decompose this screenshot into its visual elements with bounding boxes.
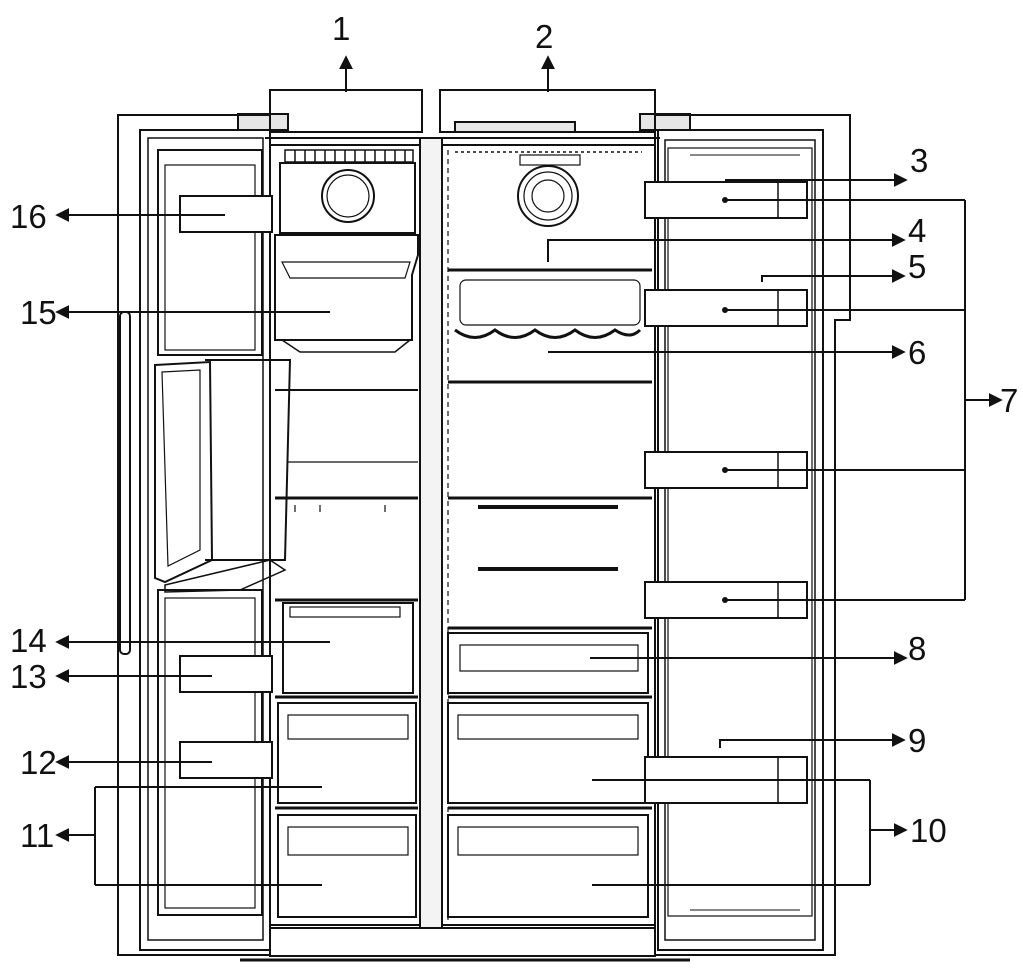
left-hinge [237,113,289,131]
callout-15: 15 [20,294,57,331]
callout-2: 2 [535,18,553,55]
ice-maker-dial [321,169,375,223]
freezer-door-shelf-bottom [179,741,273,779]
leader-11 [55,786,322,886]
fridge-drawer-upper [447,702,649,804]
center-mullion [419,137,443,929]
callout-6: 6 [908,334,926,371]
callout-labels: 1 2 3 4 5 6 7 8 9 10 11 12 13 14 15 16 [10,10,1018,854]
leader-5 [761,269,906,283]
callout-12: 12 [20,744,57,781]
leader-9 [719,733,906,748]
fridge-drawer-lower [447,814,649,918]
callout-4: 4 [908,212,926,249]
leader-4 [547,233,906,262]
fridge-door [654,114,851,956]
fridge-fan [517,165,579,227]
callout-11: 11 [20,817,54,854]
freezer-door-shelf-middle [179,655,273,693]
callout-8: 8 [908,630,926,667]
callout-3: 3 [910,142,928,179]
chill-drawer [447,632,649,694]
callout-13: 13 [10,658,47,695]
freezer-vent-grille [284,149,414,163]
fridge-interior [447,151,652,918]
right-hinge [639,113,691,131]
ice-maker [279,162,416,234]
wine-rack [454,328,642,339]
callout-1: 1 [332,10,350,47]
freezer-top-panel [269,89,423,133]
callout-5: 5 [908,248,926,285]
callout-10: 10 [910,812,947,849]
freezer-door-handle [119,311,131,655]
callout-9: 9 [908,722,926,759]
callout-7: 7 [1000,382,1018,419]
freezer-interior [274,149,419,918]
leader-dots [722,197,728,603]
callout-16: 16 [10,198,47,235]
leader-lines [55,55,1003,886]
freezer-basket [282,602,414,694]
freezer-door [117,114,292,956]
leader-10 [592,779,908,886]
freezer-door-shelves [179,195,273,779]
leader-7 [725,199,1003,601]
freezer-drawer-upper [277,702,417,804]
base [269,927,656,957]
freezer-drawer-lower [277,814,417,918]
ice-bucket [274,234,419,341]
callout-14: 14 [10,622,47,659]
cabinet [237,89,691,962]
